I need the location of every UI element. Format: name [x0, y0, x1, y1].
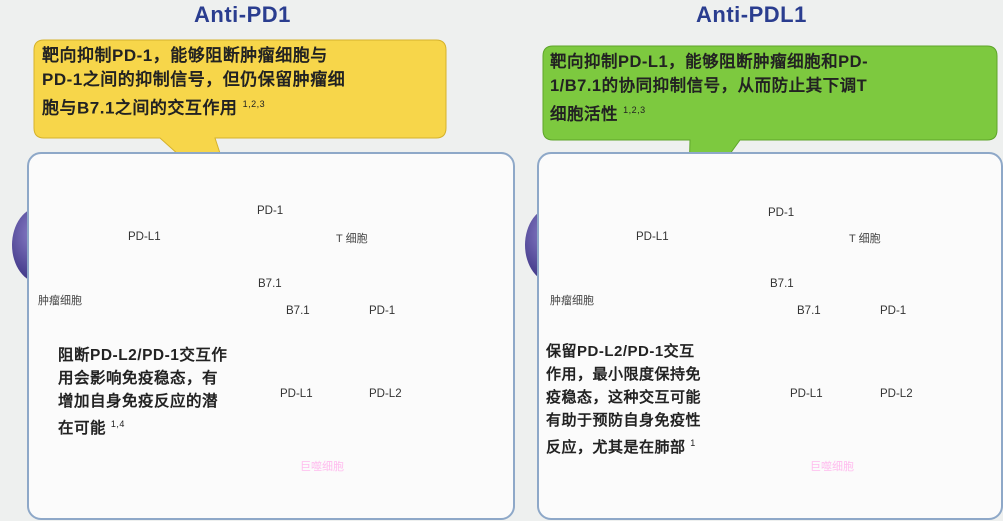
right-callout-bottom-text: 保留PD-L2/PD-1交互 作用，最小限度保持免 疫稳态，这种交互可能 有助于…: [546, 340, 758, 459]
left-callout-bottom-text: 阻断PD-L2/PD-1交互作 用会影响免疫稳态，有 增加自身免疫反应的潜 在可…: [58, 344, 273, 440]
right-panel-frame: [537, 152, 1003, 520]
right-callout-bottom-line-4: 有助于预防自身免疫性: [546, 412, 702, 429]
right-label-b71-bottom: B7.1: [797, 305, 821, 317]
right-label-pd1-top: PD-1: [768, 207, 795, 219]
left-label-pd1-bottom: PD-1: [369, 305, 396, 317]
left-callout-bottom-ref: 1,4: [110, 419, 125, 429]
left-label-b71-top: B7.1: [258, 278, 282, 290]
left-callout-top-line-2: PD-1之间的抑制信号，但仍保留肿瘤细: [42, 70, 346, 89]
left-label-pdl1-bottom: PD-L1: [280, 388, 313, 400]
left-callout-top-text: 靶向抑制PD-1，能够阻断肿瘤细胞与 PD-1之间的抑制信号，但仍保留肿瘤细 胞…: [42, 44, 442, 121]
right-callout-bottom-ref: 1: [690, 438, 696, 448]
left-tumor-cell-label: 肿瘤细胞: [38, 295, 82, 307]
left-panel-frame: [27, 152, 515, 520]
right-callout-top-text: 靶向抑制PD-L1，能够阻断肿瘤细胞和PD- 1/B7.1的协同抑制信号，从而防…: [550, 50, 995, 127]
right-callout-bottom-line-2: 作用，最小限度保持免: [546, 366, 702, 383]
right-label-pdl1-bottom: PD-L1: [790, 388, 823, 400]
right-label-pd1-bottom: PD-1: [880, 305, 907, 317]
left-callout-top-line-3: 胞与B7.1之间的交互作用 1,2,3: [42, 98, 266, 118]
right-callout-top-ref: 1,2,3: [623, 105, 646, 115]
right-callout-top-line-1: 靶向抑制PD-L1，能够阻断肿瘤细胞和PD-: [550, 53, 869, 71]
right-tumor-cell-label: 肿瘤细胞: [550, 295, 594, 307]
left-label-b71-bottom: B7.1: [286, 305, 310, 317]
right-label-pdl1-top: PD-L1: [636, 231, 669, 243]
left-label-pdl2-bottom: PD-L2: [369, 388, 402, 400]
left-callout-top-line-1: 靶向抑制PD-1，能够阻断肿瘤细胞与: [42, 46, 328, 65]
right-label-b71-top: B7.1: [770, 278, 794, 290]
left-callout-bottom-line-4: 在可能 1,4: [58, 419, 125, 438]
left-label-pdl1-top: PD-L1: [128, 231, 161, 243]
right-callout-bottom-line-5: 反应，尤其是在肺部 1: [546, 438, 696, 456]
left-title: Anti-PD1: [194, 2, 291, 27]
right-title: Anti-PDL1: [696, 2, 807, 27]
left-label-pd1-top: PD-1: [257, 205, 284, 217]
right-callout-top-line-2: 1/B7.1的协同抑制信号，从而防止其下调T: [550, 77, 868, 95]
right-callout-top-line-3: 细胞活性 1,2,3: [550, 105, 646, 124]
left-t-cell-label: T 细胞: [336, 233, 368, 245]
right-macrophage-label: 巨噬细胞: [810, 461, 854, 473]
left-callout-bottom-line-3: 增加自身免疫反应的潜: [58, 393, 219, 410]
left-callout-bottom-line-1: 阻断PD-L2/PD-1交互作: [58, 347, 228, 364]
right-callout-bottom-line-1: 保留PD-L2/PD-1交互: [546, 343, 695, 360]
left-callout-bottom-line-2: 用会影响免疫稳态，有: [58, 370, 219, 387]
right-callout-bottom-line-3: 疫稳态，这种交互可能: [546, 389, 702, 406]
left-macrophage-label: 巨噬细胞: [300, 461, 344, 473]
right-label-pdl2-bottom: PD-L2: [880, 388, 913, 400]
right-t-cell-label: T 细胞: [849, 233, 881, 245]
left-callout-top-ref: 1,2,3: [242, 99, 266, 109]
